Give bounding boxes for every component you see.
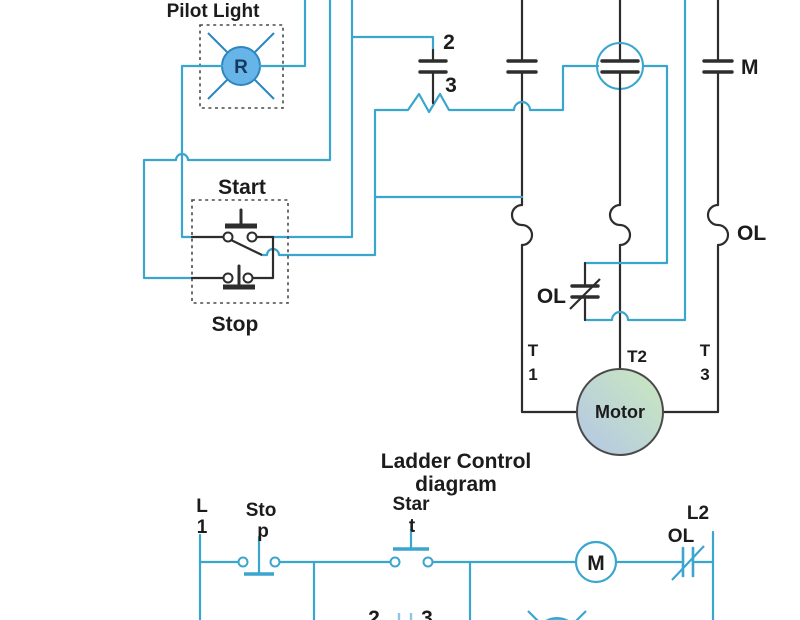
wire-ol-return bbox=[583, 0, 687, 322]
aux-contact-2-3 bbox=[418, 48, 448, 105]
wire-pilot-right bbox=[258, 0, 307, 68]
ol-contact-label: OL bbox=[537, 285, 566, 308]
ladder-title-line1: Ladder Control bbox=[381, 450, 532, 473]
power-line-3 bbox=[661, 0, 734, 414]
ladder-coil-label: M bbox=[587, 552, 605, 575]
motor-label: Motor bbox=[595, 402, 645, 422]
ladder-ol-contact bbox=[671, 545, 705, 581]
wire-pilot-left-to-start bbox=[180, 64, 224, 239]
stop-label: Stop bbox=[212, 313, 259, 336]
ladder-l1-line1: L bbox=[196, 496, 208, 517]
motor-symbol: Motor bbox=[576, 368, 664, 456]
ladder-aux-left-label: 2 bbox=[368, 607, 380, 620]
pilot-light-symbol: R bbox=[199, 24, 284, 109]
ladder-stop-line1: Sto bbox=[246, 500, 277, 521]
wire-top-to-start-right bbox=[271, 0, 354, 239]
wire-seal-in-path bbox=[260, 64, 600, 257]
terminal-t3-line1: T bbox=[700, 341, 711, 360]
terminal-t1-line1: T bbox=[528, 341, 539, 360]
ol-nc-contact bbox=[569, 261, 601, 322]
ladder-ol-label: OL bbox=[668, 526, 695, 547]
aux-contact-top-label: 2 bbox=[443, 31, 455, 54]
terminal-t2: T2 bbox=[627, 347, 647, 366]
ladder-m-coil: M bbox=[574, 540, 618, 584]
terminal-t1-line2: 1 bbox=[528, 365, 537, 384]
ladder-start-line2: t bbox=[409, 516, 416, 537]
ladder-l1-line2: 1 bbox=[197, 517, 208, 538]
wire-contact-to-ol bbox=[583, 64, 669, 265]
ladder-aux-right-label: 3 bbox=[421, 607, 433, 620]
terminal-t3-line2: 3 bbox=[700, 365, 709, 384]
pushbutton-dashed-box bbox=[191, 199, 289, 304]
aux-contact-bottom-label: 3 bbox=[445, 74, 457, 97]
ladder-aux-contact bbox=[397, 613, 413, 620]
ladder-start-line1: Star bbox=[393, 494, 431, 515]
power-line-2 bbox=[596, 0, 644, 371]
start-label: Start bbox=[218, 176, 266, 199]
ladder-l2-label: L2 bbox=[687, 503, 709, 524]
m-contact-label: M bbox=[741, 56, 759, 79]
ladder-stop-button bbox=[237, 535, 281, 576]
pilot-light-label: Pilot Light bbox=[167, 1, 261, 22]
ladder-title-line2: diagram bbox=[415, 473, 497, 496]
pilot-letter: R bbox=[234, 57, 248, 78]
ladder-start-button bbox=[389, 528, 434, 568]
wire-aux-contact-top bbox=[350, 35, 435, 52]
ladder-stop-line2: p bbox=[257, 521, 269, 542]
wire-top-to-stop bbox=[142, 0, 332, 280]
ol-heater-label: OL bbox=[737, 222, 766, 245]
power-line-1 bbox=[506, 0, 579, 414]
ladder-pilot-lamp bbox=[527, 610, 587, 620]
pushbutton-station bbox=[190, 199, 289, 304]
